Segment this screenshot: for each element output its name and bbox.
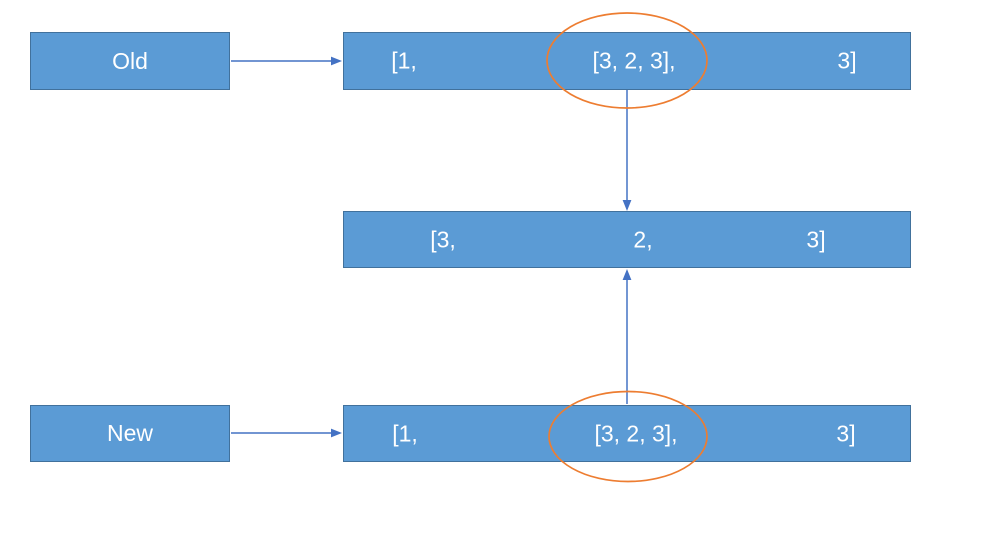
new-list-box: [1, [3, 2, 3], 3] [343,405,911,462]
old-list-item-3: 3] [837,47,857,74]
new-list-item-2: [3, 2, 3], [594,420,678,446]
old-sublist-to-shared-arrowhead-icon [622,200,632,211]
shared-list-item-2: 2, [633,226,653,252]
shared-list-item-1: [3, [430,226,456,252]
old-label-box: Old [30,32,230,90]
new-list-item-1: [1, [392,420,418,446]
old-label: Old [112,47,148,74]
new-list-item-3: 3] [836,420,856,446]
old-list-item-2: [3, 2, 3], [592,47,676,74]
new-sublist-to-shared-arrowhead-icon [622,269,632,280]
shared-list-box: [3, 2, 3] [343,211,911,268]
old-to-list-arrowhead-icon [331,56,342,66]
old-list-box: [1, [3, 2, 3], 3] [343,32,911,90]
new-to-list-arrowhead-icon [331,428,342,438]
shared-list-item-3: 3] [806,226,826,252]
old-list-item-1: [1, [391,47,417,74]
new-label: New [106,420,153,446]
new-label-box: New [30,405,230,462]
